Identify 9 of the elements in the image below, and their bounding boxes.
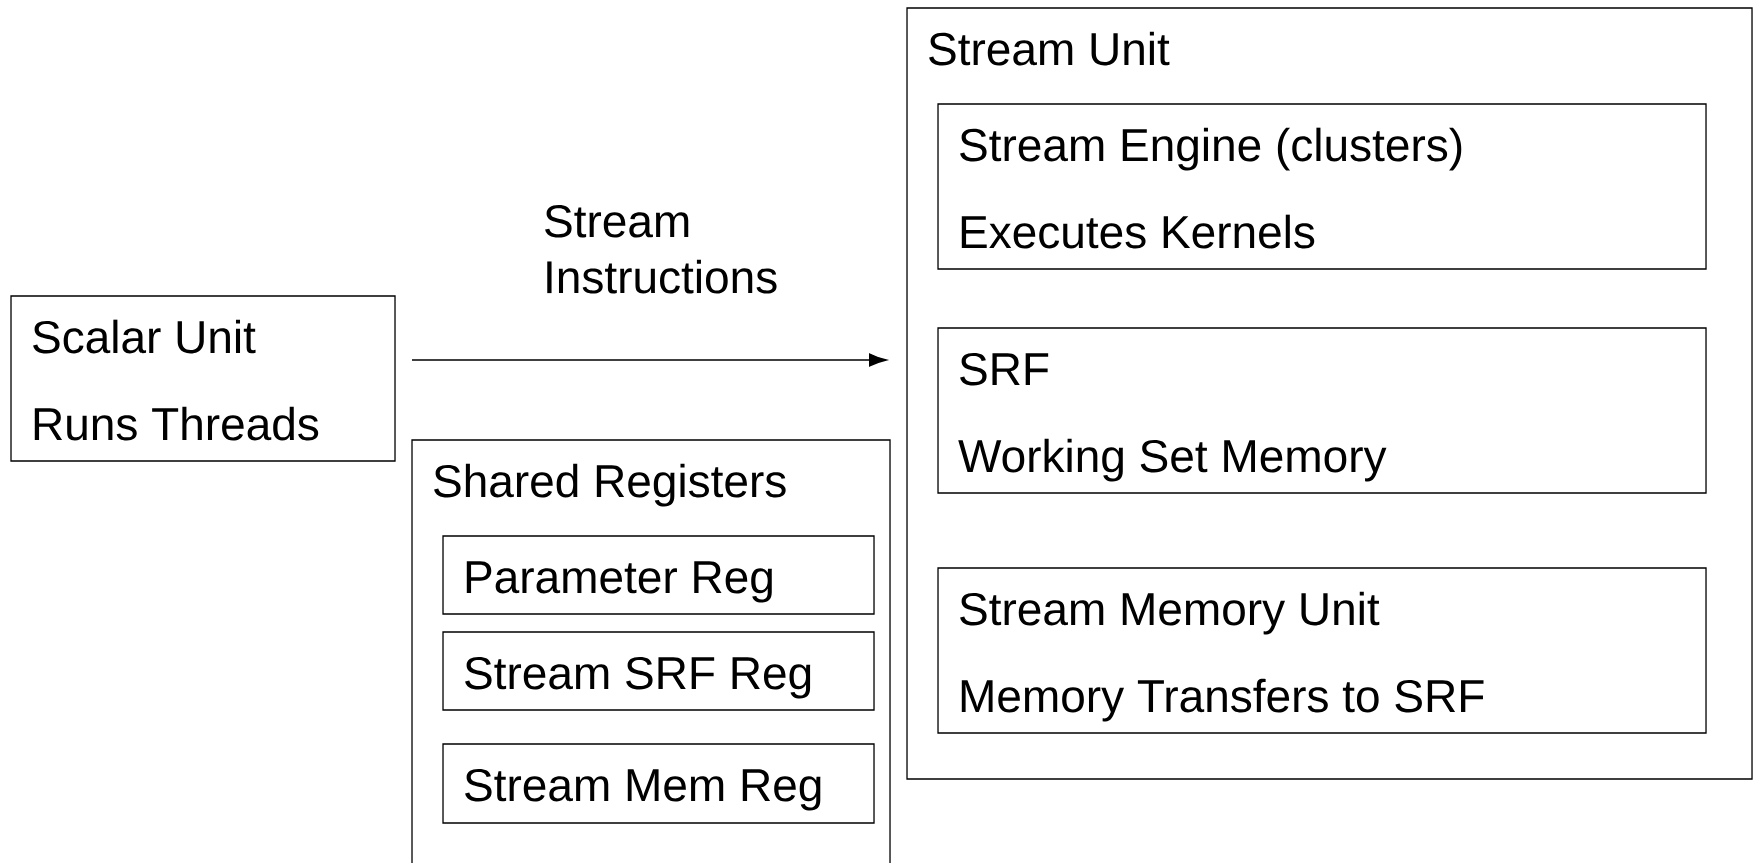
module-box: Parameter Reg [442,535,875,615]
module-box: Stream SRF Reg [442,631,875,711]
unit-box: Scalar Unit Runs Threads [10,295,396,462]
module-box: Stream Engine (clusters) Executes Kernels [937,103,1707,270]
module-box: Stream Mem Reg [442,743,875,824]
module-box: Stream Memory Unit Memory Transfers to SRF [937,567,1707,734]
edge-label: Stream Instructions [545,205,777,294]
module-box: SRF Working Set Memory [937,327,1707,494]
arrow [411,353,887,367]
